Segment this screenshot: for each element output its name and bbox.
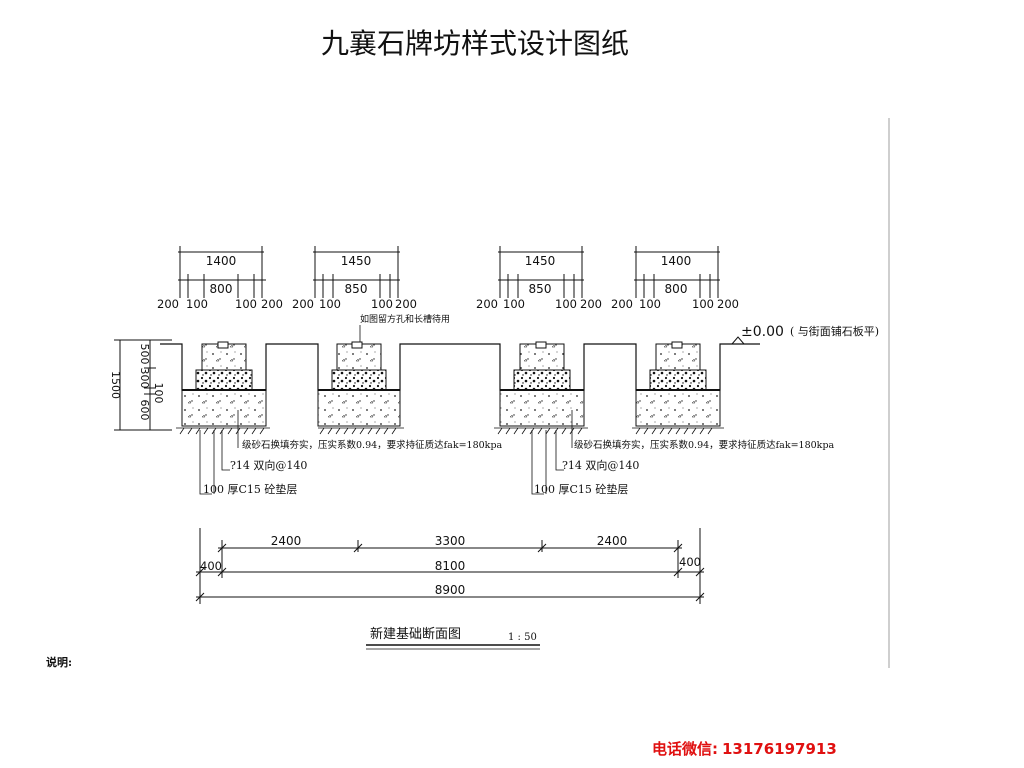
dim-edge-right: 400: [679, 555, 701, 569]
hole-note: 如图留方孔和长槽待用: [360, 313, 450, 325]
dim-sub-2d: 200: [395, 297, 417, 311]
soil-hatch: [176, 427, 724, 435]
dim-width-2: 1450: [341, 254, 372, 268]
contact-label: 电话微信:: [652, 740, 718, 758]
dim-sub-3b: 100: [503, 297, 525, 311]
dim-sub-3c: 100: [555, 297, 577, 311]
dim-inner-1: 800: [210, 282, 233, 296]
dim-height-total: 1500: [109, 371, 122, 399]
top-dimension-group-4: [634, 246, 720, 298]
dim-sub-3a: 200: [476, 297, 498, 311]
contact-number: 13176197913: [722, 740, 837, 758]
rebar-note-a: ?14 双向@140: [230, 458, 307, 472]
dim-sub-2a: 200: [292, 297, 314, 311]
cushion-note-a: 100 厚C15 砼垫层: [203, 482, 297, 496]
top-dimension-group-2: [313, 246, 400, 298]
dim-width-4: 1400: [661, 254, 692, 268]
dim-sub-1a: 200: [157, 297, 179, 311]
rebar-note-b: ?14 双向@140: [562, 458, 639, 472]
dim-edge-left: 400: [200, 559, 222, 573]
dim-inner-3: 850: [529, 282, 552, 296]
border-rule: [888, 118, 890, 668]
dim-overall-total: 8900: [435, 583, 466, 597]
top-dimension-group-1: [178, 246, 266, 298]
fill-note-a: 级砂石换填夯实，压实系数0.94，要求持征质达fak=180kpa: [242, 439, 503, 451]
footing-3: [499, 341, 585, 427]
dim-height-600: 600: [138, 400, 151, 421]
page-title: 九襄石牌坊样式设计图纸: [320, 27, 629, 60]
dim-sub-4a: 200: [611, 297, 633, 311]
leader-lines-a: [199, 410, 239, 495]
dim-sub-1b: 100: [186, 297, 208, 311]
dim-width-1: 1400: [206, 254, 237, 268]
dim-span-3: 2400: [597, 534, 628, 548]
dim-sub-2b: 100: [319, 297, 341, 311]
section-caption: 新建基础断面图: [370, 626, 461, 642]
section-scale: 1 : 50: [508, 632, 537, 643]
dim-span-1: 2400: [271, 534, 302, 548]
dim-sub-3d: 200: [580, 297, 602, 311]
dim-height-300: 300: [138, 368, 151, 389]
top-dimension-group-3: [498, 246, 584, 298]
dim-span-2: 3300: [435, 534, 466, 548]
notes-label: 说明:: [46, 656, 73, 669]
elevation-note: ( 与街面铺石板平): [790, 324, 879, 338]
footing-1: [181, 341, 267, 427]
left-dimension-lines: [114, 339, 172, 431]
dim-inner-total: 8100: [435, 559, 466, 573]
bottom-dimension-lines: [195, 528, 705, 604]
dim-height-500: 500: [138, 344, 151, 365]
dim-height-100: 100: [152, 383, 165, 404]
dim-sub-1d: 200: [261, 297, 283, 311]
dim-sub-4d: 200: [717, 297, 739, 311]
contact-line: 电话微信:13176197913: [648, 738, 837, 759]
footing-2: [317, 341, 401, 427]
dim-sub-4c: 100: [692, 297, 714, 311]
fill-note-b: 级砂石换填夯实，压实系数0.94，要求持征质达fak=180kpa: [574, 439, 835, 451]
dim-sub-4b: 100: [639, 297, 661, 311]
dim-sub-2c: 100: [371, 297, 393, 311]
leader-lines-b: [531, 410, 573, 495]
dim-width-3: 1450: [525, 254, 556, 268]
dim-inner-4: 800: [665, 282, 688, 296]
dim-inner-2: 850: [345, 282, 368, 296]
footing-4: [635, 341, 721, 427]
elevation-mark: ±0.00: [741, 324, 784, 340]
cushion-note-b: 100 厚C15 砼垫层: [534, 482, 628, 496]
dim-sub-1c: 100: [235, 297, 257, 311]
